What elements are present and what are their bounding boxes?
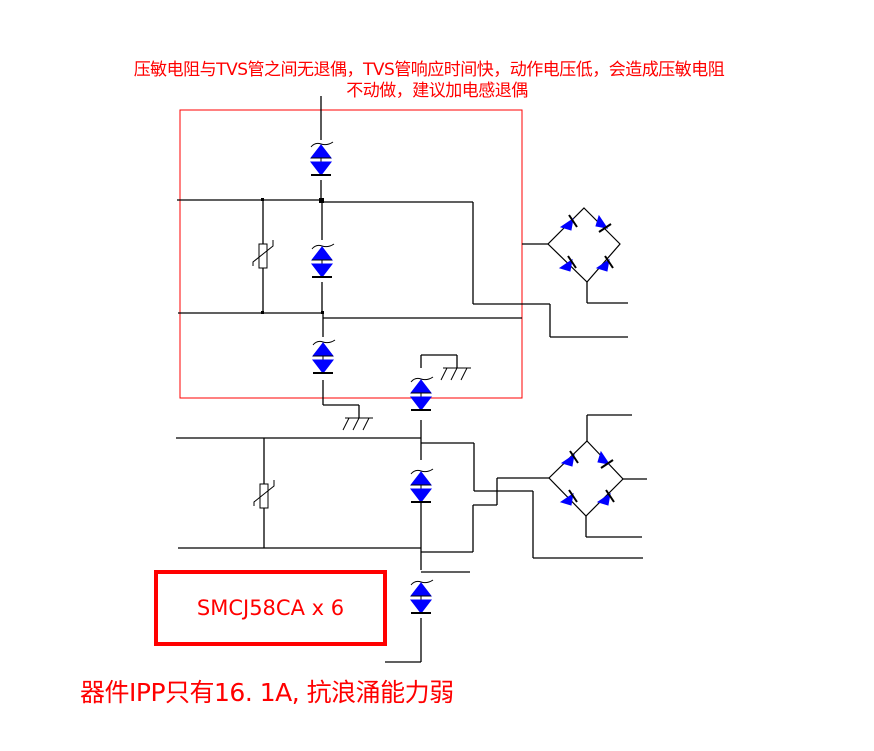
bridge-diode: [595, 215, 612, 233]
highlight-box: [179, 109, 523, 399]
bridge-rectifier-2: [548, 440, 624, 517]
bridge-diode: [596, 255, 614, 272]
annotation-top-line2: 不动做，建议加电感退偶: [346, 81, 528, 101]
part-number-label: SMCJ58CA x 6: [196, 596, 345, 620]
tvs-diode-4: [410, 376, 434, 411]
junction-dot: [319, 198, 324, 203]
part-number-box: SMCJ58CA x 6: [154, 570, 387, 646]
tvs-diode-1: [310, 141, 334, 176]
varistor-2: [253, 479, 275, 509]
bridge-diode: [561, 450, 579, 467]
ground-symbol-1: [342, 417, 374, 431]
bridge-rectifier-1: [547, 207, 621, 283]
tvs-diode-5: [410, 468, 434, 503]
junction-dot: [261, 198, 264, 201]
varistor-1: [252, 239, 274, 269]
tvs-diode-2: [311, 243, 335, 278]
lower-wires: [176, 354, 647, 663]
junction-dot: [261, 311, 264, 314]
annotation-top-line1: 压敏电阻与TVS管之间无退偶，TVS管响应时间快，动作电压低，会造成压敏电阻: [133, 60, 725, 80]
tvs-diode-3: [312, 339, 336, 374]
annotation-bottom: 器件IPP只有16. 1A, 抗浪涌能力弱: [80, 678, 454, 707]
upper-wires: [177, 96, 628, 418]
ground-symbol-2: [440, 367, 472, 381]
tvs-diode-6: [410, 579, 434, 614]
bridge-diode: [597, 489, 615, 506]
junction-dot: [321, 311, 324, 314]
